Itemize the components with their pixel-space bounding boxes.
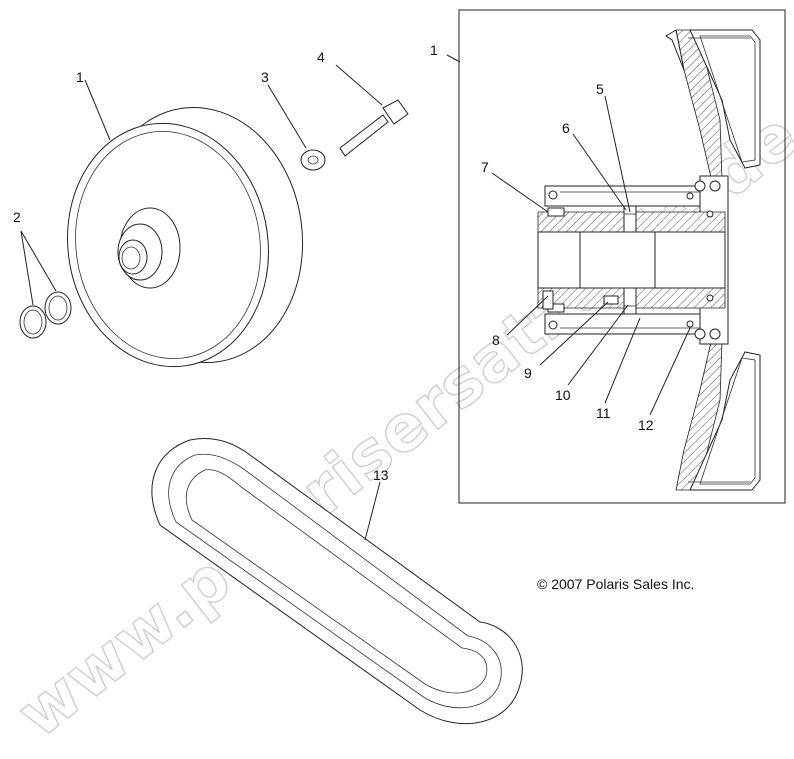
callout-4: 4 — [317, 49, 325, 65]
washer — [267, 84, 326, 171]
copyright-notice: © 2007 Polaris Sales Inc. — [537, 576, 694, 592]
section-view — [446, 9, 786, 504]
upper-sheave — [665, 29, 761, 183]
callout-9: 9 — [524, 365, 532, 381]
callout-labels: 1 2 3 4 1 5 6 7 8 9 10 11 12 13 — [13, 42, 654, 483]
callout-8: 8 — [492, 332, 500, 348]
callout-5: 5 — [596, 81, 604, 97]
pins — [603, 205, 637, 315]
driven-pulley — [67, 79, 304, 368]
callout-7: 7 — [481, 159, 489, 175]
callout-2: 2 — [13, 209, 21, 225]
callout-1-section: 1 — [430, 42, 438, 58]
lower-sheave — [675, 337, 761, 491]
section-frame — [458, 9, 786, 504]
callout-6: 6 — [562, 120, 570, 136]
callout-3: 3 — [261, 69, 269, 85]
o-rings — [19, 230, 72, 339]
callout-10: 10 — [555, 387, 571, 403]
bolt — [335, 64, 409, 157]
section-leaders — [446, 54, 691, 416]
callout-13: 13 — [373, 467, 389, 483]
drive-belt — [151, 438, 523, 725]
callout-11: 11 — [596, 405, 611, 421]
callout-12: 12 — [638, 417, 654, 433]
bearings — [548, 180, 721, 340]
callout-1-pulley: 1 — [76, 69, 84, 85]
